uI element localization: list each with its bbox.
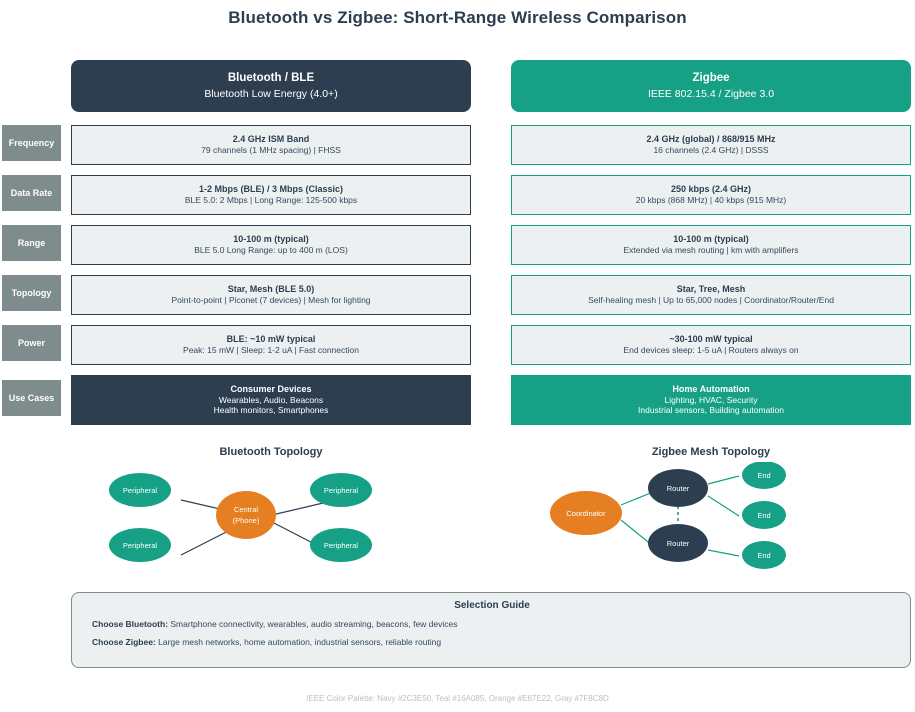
cell-zigbee-data-rate: 250 kbps (2.4 GHz) 20 kbps (868 MHz) | 4… bbox=[511, 175, 911, 215]
cell-sub-text: 16 channels (2.4 GHz) | DSSS bbox=[653, 145, 769, 156]
column-header-zigbee-subtitle: IEEE 802.15.4 / Zigbee 3.0 bbox=[647, 87, 775, 100]
row-label-power: Power bbox=[2, 325, 61, 361]
cell-main-text: Consumer Devices bbox=[230, 384, 312, 395]
node-central-phone: Central (Phone) bbox=[216, 491, 276, 539]
cell-sub-text: Extended via mesh routing | km with ampl… bbox=[623, 245, 799, 256]
row-label-use-cases: Use Cases bbox=[2, 380, 61, 416]
cell-sub-text-2: Industrial sensors, Building automation bbox=[638, 405, 784, 416]
selection-guide-zigbee-text: Large mesh networks, home automation, in… bbox=[155, 637, 442, 647]
node-peripheral-top-left: Peripheral bbox=[109, 473, 171, 507]
row-label-range: Range bbox=[2, 225, 61, 261]
cell-sub-text: Wearables, Audio, Beacons bbox=[218, 395, 324, 406]
cell-zigbee-use-cases: Home Automation Lighting, HVAC, Security… bbox=[511, 375, 911, 425]
selection-guide-panel: Selection Guide Choose Bluetooth: Smartp… bbox=[71, 592, 911, 668]
cell-bluetooth-data-rate: 1-2 Mbps (BLE) / 3 Mbps (Classic) BLE 5.… bbox=[71, 175, 471, 215]
bluetooth-topology-diagram: Peripheral Peripheral Peripheral Periphe… bbox=[109, 473, 372, 562]
edge-coordinator-router-top bbox=[620, 491, 654, 506]
column-header-bluetooth-title: Bluetooth / BLE bbox=[227, 72, 315, 85]
node-label: Peripheral bbox=[123, 541, 158, 550]
column-header-zigbee: Zigbee IEEE 802.15.4 / Zigbee 3.0 bbox=[511, 60, 911, 112]
cell-sub-text: Point-to-point | Piconet (7 devices) | M… bbox=[171, 295, 371, 306]
cell-sub-text: BLE 5.0 Long Range: up to 400 m (LOS) bbox=[194, 245, 348, 256]
cell-main-text: 1-2 Mbps (BLE) / 3 Mbps (Classic) bbox=[198, 184, 344, 195]
row-label-frequency: Frequency bbox=[2, 125, 61, 161]
node-peripheral-top-right: Peripheral bbox=[310, 473, 372, 507]
cell-sub-text: 79 channels (1 MHz spacing) | FHSS bbox=[201, 145, 341, 156]
selection-guide-zigbee-lead: Choose Zigbee: bbox=[92, 637, 156, 647]
node-label-central: Central bbox=[234, 505, 259, 514]
node-label: Coordinator bbox=[566, 509, 606, 518]
topology-title-zigbee: Zigbee Mesh Topology bbox=[651, 446, 771, 458]
node-label: End bbox=[757, 471, 770, 480]
edge-router-top-end-1 bbox=[707, 475, 740, 485]
cell-bluetooth-power: BLE: ~10 mW typical Peak: 15 mW | Sleep:… bbox=[71, 325, 471, 365]
node-end-device-1: End bbox=[742, 462, 786, 489]
cell-zigbee-topology: Star, Tree, Mesh Self-healing mesh | Up … bbox=[511, 275, 911, 315]
cell-main-text: Star, Mesh (BLE 5.0) bbox=[227, 284, 315, 295]
edge-router-bottom-end-3 bbox=[707, 549, 740, 557]
cell-main-text: BLE: ~10 mW typical bbox=[226, 334, 316, 345]
row-label-topology: Topology bbox=[2, 275, 61, 311]
node-label: Router bbox=[667, 539, 690, 548]
node-peripheral-bottom-left: Peripheral bbox=[109, 528, 171, 562]
cell-bluetooth-use-cases: Consumer Devices Wearables, Audio, Beaco… bbox=[71, 375, 471, 425]
cell-sub-text: End devices sleep: 1-5 uA | Routers alwa… bbox=[623, 345, 799, 356]
column-header-zigbee-title: Zigbee bbox=[692, 72, 730, 85]
node-label: Peripheral bbox=[123, 486, 158, 495]
cell-sub-text: BLE 5.0: 2 Mbps | Long Range: 125-500 kb… bbox=[184, 195, 358, 206]
cell-sub-text: Self-healing mesh | Up to 65,000 nodes |… bbox=[588, 295, 834, 306]
selection-guide-bluetooth-text: Smartphone connectivity, wearables, audi… bbox=[168, 619, 458, 629]
zigbee-topology-diagram: Coordinator Router Router End End End bbox=[550, 462, 786, 569]
cell-main-text: 250 kbps (2.4 GHz) bbox=[670, 184, 752, 195]
edge-coordinator-router-bottom bbox=[620, 519, 654, 547]
footer-color-palette-note: IEEE Color Palette: Navy #2C3E50, Teal #… bbox=[306, 694, 609, 703]
cell-main-text: Star, Tree, Mesh bbox=[676, 284, 746, 295]
cell-sub-text: Peak: 15 mW | Sleep: 1-2 uA | Fast conne… bbox=[183, 345, 359, 356]
node-label: End bbox=[757, 551, 770, 560]
column-header-bluetooth-subtitle: Bluetooth Low Energy (4.0+) bbox=[204, 87, 338, 100]
node-label: End bbox=[757, 511, 770, 520]
page-title: Bluetooth vs Zigbee: Short-Range Wireles… bbox=[228, 8, 687, 27]
cell-zigbee-power: ~30-100 mW typical End devices sleep: 1-… bbox=[511, 325, 911, 365]
cell-sub-text: 20 kbps (868 MHz) | 40 kbps (915 MHz) bbox=[635, 195, 787, 206]
cell-bluetooth-range: 10-100 m (typical) BLE 5.0 Long Range: u… bbox=[71, 225, 471, 265]
row-label-data-rate: Data Rate bbox=[2, 175, 61, 211]
node-label: Router bbox=[667, 484, 690, 493]
cell-sub-text-2: Health monitors, Smartphones bbox=[213, 405, 329, 416]
node-peripheral-bottom-right: Peripheral bbox=[310, 528, 372, 562]
cell-main-text: 2.4 GHz (global) / 868/915 MHz bbox=[646, 134, 776, 145]
node-label: Peripheral bbox=[324, 486, 359, 495]
selection-guide-zigbee-line: Choose Zigbee: Large mesh networks, home… bbox=[92, 637, 522, 647]
node-router-bottom: Router bbox=[648, 524, 708, 562]
node-label-central-line2: (Phone) bbox=[233, 516, 260, 525]
cell-zigbee-range: 10-100 m (typical) Extended via mesh rou… bbox=[511, 225, 911, 265]
cell-main-text: ~30-100 mW typical bbox=[669, 334, 753, 345]
cell-bluetooth-frequency: 2.4 GHz ISM Band 79 channels (1 MHz spac… bbox=[71, 125, 471, 165]
node-coordinator: Coordinator bbox=[550, 491, 622, 535]
column-header-bluetooth: Bluetooth / BLE Bluetooth Low Energy (4.… bbox=[71, 60, 471, 112]
cell-bluetooth-topology: Star, Mesh (BLE 5.0) Point-to-point | Pi… bbox=[71, 275, 471, 315]
selection-guide-bluetooth-line: Choose Bluetooth: Smartphone connectivit… bbox=[92, 619, 522, 629]
cell-sub-text: Lighting, HVAC, Security bbox=[664, 395, 758, 406]
node-router-top: Router bbox=[648, 469, 708, 507]
cell-zigbee-frequency: 2.4 GHz (global) / 868/915 MHz 16 channe… bbox=[511, 125, 911, 165]
cell-main-text: 10-100 m (typical) bbox=[233, 234, 309, 245]
topology-title-bluetooth: Bluetooth Topology bbox=[219, 446, 323, 458]
edge-router-top-end-2 bbox=[707, 495, 740, 517]
selection-guide-title: Selection Guide bbox=[454, 600, 530, 611]
node-label: Peripheral bbox=[324, 541, 359, 550]
node-end-device-3: End bbox=[742, 541, 786, 569]
selection-guide-bluetooth-lead: Choose Bluetooth: bbox=[92, 619, 169, 629]
node-end-device-2: End bbox=[742, 501, 786, 529]
cell-main-text: 10-100 m (typical) bbox=[673, 234, 749, 245]
cell-main-text: 2.4 GHz ISM Band bbox=[232, 134, 310, 145]
cell-main-text: Home Automation bbox=[672, 384, 750, 395]
